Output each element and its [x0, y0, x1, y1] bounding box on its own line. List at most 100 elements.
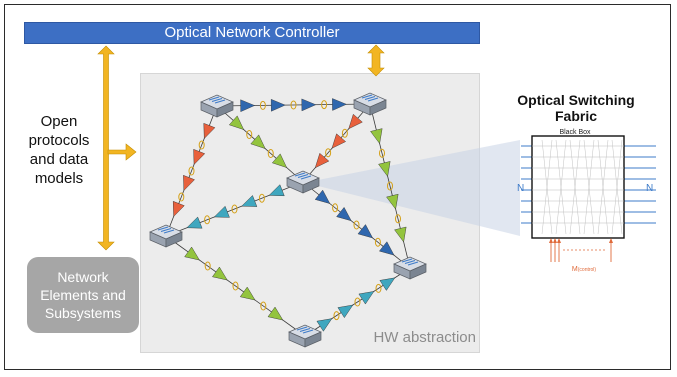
switch-right-face — [304, 331, 322, 348]
amplifier-shape — [203, 122, 216, 139]
m-control-label: M(control) — [538, 266, 630, 273]
coil-icon — [231, 204, 238, 214]
coil-icon — [375, 283, 382, 293]
coil-icon — [246, 130, 253, 139]
switch-right-face — [216, 101, 234, 118]
switch-port — [208, 96, 220, 101]
amplifier-shape — [241, 195, 258, 207]
amplifier-triangle-icon — [172, 200, 185, 217]
coil-icon — [178, 192, 185, 202]
switch-icon — [353, 92, 387, 116]
coil-icon — [341, 128, 348, 138]
switch-nodes — [149, 92, 427, 348]
amplifier-shape — [271, 153, 288, 168]
controller-hw-double-arrow — [367, 44, 385, 77]
network-elements-box: Network Elements and Subsystems — [27, 257, 139, 333]
switch-port — [364, 96, 376, 100]
coil-icon — [353, 220, 360, 230]
fabric-port-lines — [521, 145, 656, 224]
switch-port — [302, 329, 314, 334]
coil-icon — [188, 166, 195, 176]
amplifier-triangle-icon — [241, 195, 258, 207]
amplifier-triangle-icon — [357, 224, 374, 239]
amplifier-triangle-icon — [394, 226, 407, 243]
amplifier-shape — [316, 318, 333, 332]
switch-right-face — [369, 99, 387, 116]
switch-icon — [288, 324, 322, 348]
amplifier-chains — [172, 98, 407, 332]
amplifier-triangle-icon — [332, 98, 347, 111]
amplifier-shape — [193, 148, 206, 165]
amplifier-triangle-icon — [186, 216, 203, 229]
amplifier-shape — [370, 128, 383, 145]
coil-icon — [259, 100, 266, 110]
amplifier-shape — [314, 189, 331, 204]
open-protocols-label: Open protocols and data models — [28, 113, 90, 187]
coil-icon — [321, 100, 328, 110]
amplifier-shape — [394, 226, 407, 243]
amplifier-shape — [379, 277, 396, 291]
amplifier-shape — [378, 161, 391, 177]
mesh-diagonal — [541, 139, 553, 235]
amplifier-shape — [250, 134, 266, 149]
amplifier-shape — [337, 304, 354, 319]
mesh-diagonal — [555, 139, 567, 235]
amplifier-triangle-icon — [193, 148, 206, 165]
switch-port — [163, 229, 175, 234]
amplifier-triangle-icon — [268, 184, 285, 197]
switch-port — [297, 174, 309, 178]
amplifier-triangle-icon — [239, 286, 256, 301]
amplifier-triangle-icon — [212, 266, 228, 281]
switch-port — [296, 326, 308, 331]
double-arrows — [97, 44, 385, 251]
mesh-diagonal — [611, 139, 623, 235]
amplifier-shape — [212, 266, 228, 281]
amplifier-triangle-icon — [203, 122, 216, 139]
coil-icon — [232, 281, 239, 291]
coil-icon — [374, 237, 381, 247]
coil-icon — [325, 148, 332, 158]
coil-icon — [198, 140, 205, 150]
amplifier-triangle-icon — [379, 241, 395, 256]
amplifier-triangle-icon — [314, 152, 330, 169]
amplifier-triangle-icon — [250, 134, 266, 149]
switch-icon — [393, 256, 427, 280]
switch-icon — [149, 224, 183, 248]
amplifier-triangle-icon — [183, 174, 195, 191]
optical-network-controller-bar: Optical Network Controller — [24, 22, 480, 44]
mesh-diagonal — [597, 139, 609, 235]
amplifier-triangle-icon — [314, 189, 331, 204]
amplifier-triangle-icon — [228, 115, 245, 130]
black-box-label: Black Box — [559, 129, 591, 136]
coil-icon — [267, 149, 274, 158]
control-arrowhead — [549, 238, 553, 243]
switch-right-face — [302, 177, 320, 194]
black-box — [531, 135, 625, 239]
amplifier-triangle-icon — [271, 153, 288, 168]
amplifier-shape — [240, 99, 256, 112]
switch-icon — [200, 94, 234, 118]
coil-icon — [204, 215, 211, 225]
amplifier-triangle-icon — [386, 193, 399, 210]
zoom-beam — [318, 140, 520, 236]
switch-port — [367, 97, 379, 102]
fabric-crossbar-mesh — [532, 139, 624, 235]
switch-port — [299, 328, 311, 332]
amplifier-triangle-icon — [316, 318, 333, 332]
amplifier-shape — [348, 113, 363, 130]
amplifier-shape — [332, 98, 347, 111]
hw-abstraction-label: HW abstraction — [373, 329, 476, 346]
amplifier-shape — [268, 184, 285, 197]
control-lines — [549, 238, 613, 262]
vertical-double-arrow — [97, 45, 115, 251]
coil-icon — [379, 148, 385, 158]
network-elements-label: Network Elements and Subsystems — [40, 269, 126, 321]
amplifier-shape — [301, 98, 317, 112]
amplifier-triangle-icon — [379, 277, 396, 291]
switch-port — [401, 258, 413, 263]
switch-port — [214, 99, 226, 104]
amplifier-shape — [270, 98, 286, 112]
amplifier-triangle-icon — [331, 133, 346, 149]
